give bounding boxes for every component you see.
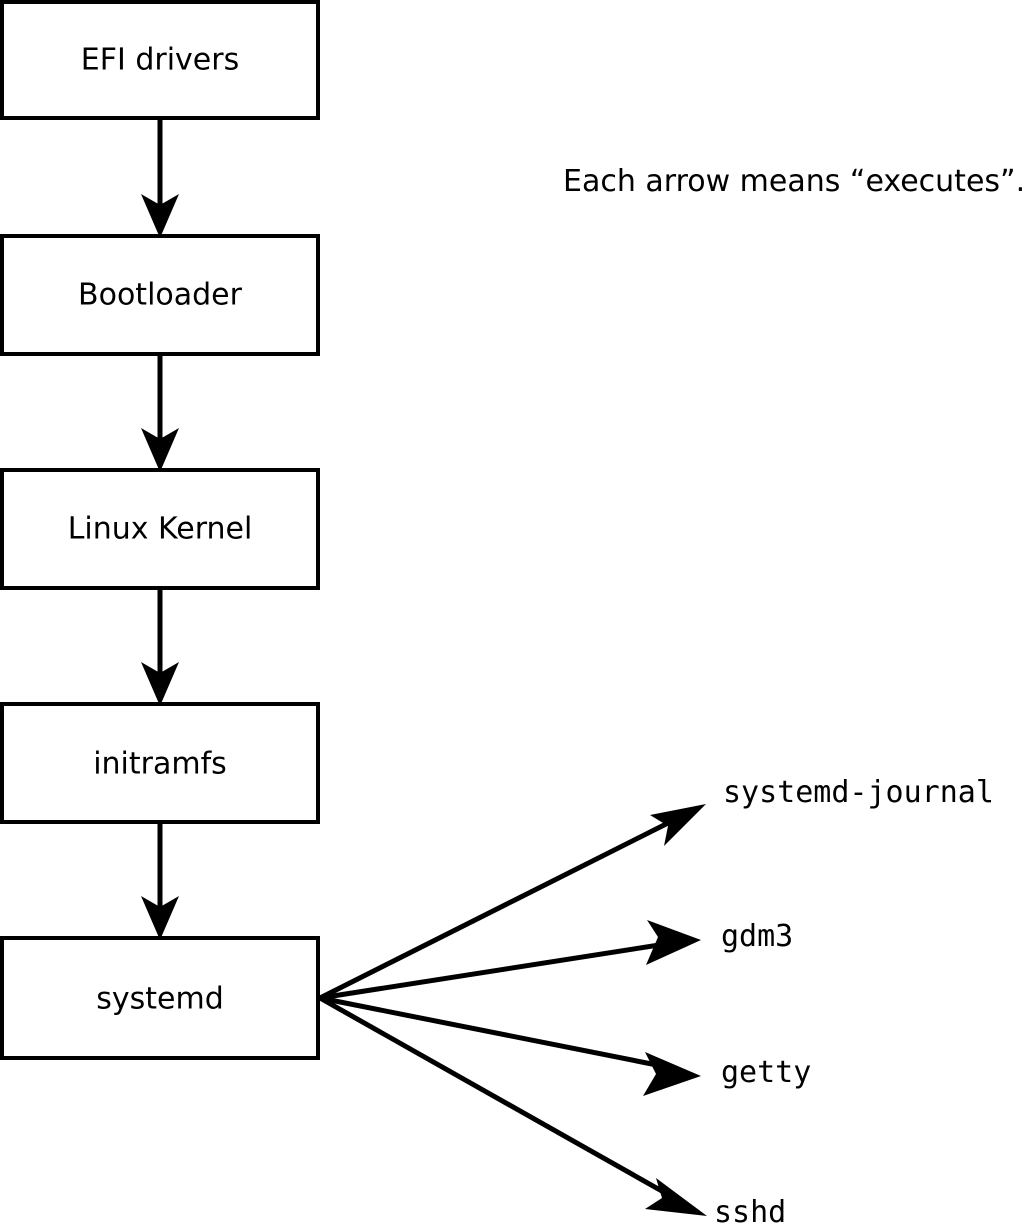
chain-arrow-efi-to-bootloader — [141, 118, 179, 238]
fanout-arrow-systemd-journal — [318, 804, 706, 1001]
leaf-label-getty: getty — [721, 1055, 811, 1090]
leaf-label-systemd-journal: systemd-journal — [723, 775, 994, 810]
node-box[interactable] — [0, 936, 320, 1060]
fanout-arrow-line — [319, 940, 673, 1001]
node-label: systemd — [96, 982, 224, 1017]
fanout-arrow-line — [318, 995, 678, 1202]
chain-arrow-kernel-to-initramfs — [141, 588, 179, 706]
leaf-label-gdm3: gdm3 — [721, 919, 793, 954]
chain-arrow-head-icon — [141, 896, 179, 940]
chain-arrow-initramfs-to-systemd — [141, 822, 179, 940]
node-box[interactable] — [0, 702, 320, 824]
node-box[interactable] — [0, 0, 320, 120]
node-efi-drivers[interactable]: EFI drivers — [0, 0, 320, 120]
node-box[interactable] — [0, 468, 320, 590]
legend-caption: Each arrow means “executes”. — [563, 164, 1023, 199]
node-box[interactable] — [0, 234, 320, 356]
fanout-arrow-head-icon — [646, 920, 701, 965]
chain-arrow-head-icon — [141, 194, 179, 238]
node-initramfs[interactable]: initramfs — [0, 702, 320, 824]
leaf-label-sshd: sshd — [714, 1195, 786, 1230]
fanout-arrow-head-icon — [643, 1052, 701, 1096]
node-label: Linux Kernel — [68, 512, 253, 547]
chain-arrow-head-icon — [141, 662, 179, 706]
node-label: Bootloader — [78, 278, 243, 313]
node-label: initramfs — [93, 747, 227, 782]
node-systemd[interactable]: systemd — [0, 936, 320, 1060]
chain-arrow-head-icon — [141, 428, 179, 472]
node-linux-kernel[interactable]: Linux Kernel — [0, 468, 320, 590]
fanout-arrow-getty — [319, 995, 701, 1096]
node-label: EFI drivers — [81, 43, 239, 78]
fanout-arrow-line — [318, 815, 680, 1001]
fanout-arrow-gdm3 — [319, 920, 701, 1001]
fanout-arrow-head-icon — [650, 804, 706, 846]
chain-arrow-bootloader-to-kernel — [141, 354, 179, 472]
node-bootloader[interactable]: Bootloader — [0, 234, 320, 356]
fanout-arrow-sshd — [318, 995, 707, 1216]
fanout-arrow-line — [319, 995, 673, 1071]
fanout-arrow-head-icon — [645, 1178, 707, 1216]
